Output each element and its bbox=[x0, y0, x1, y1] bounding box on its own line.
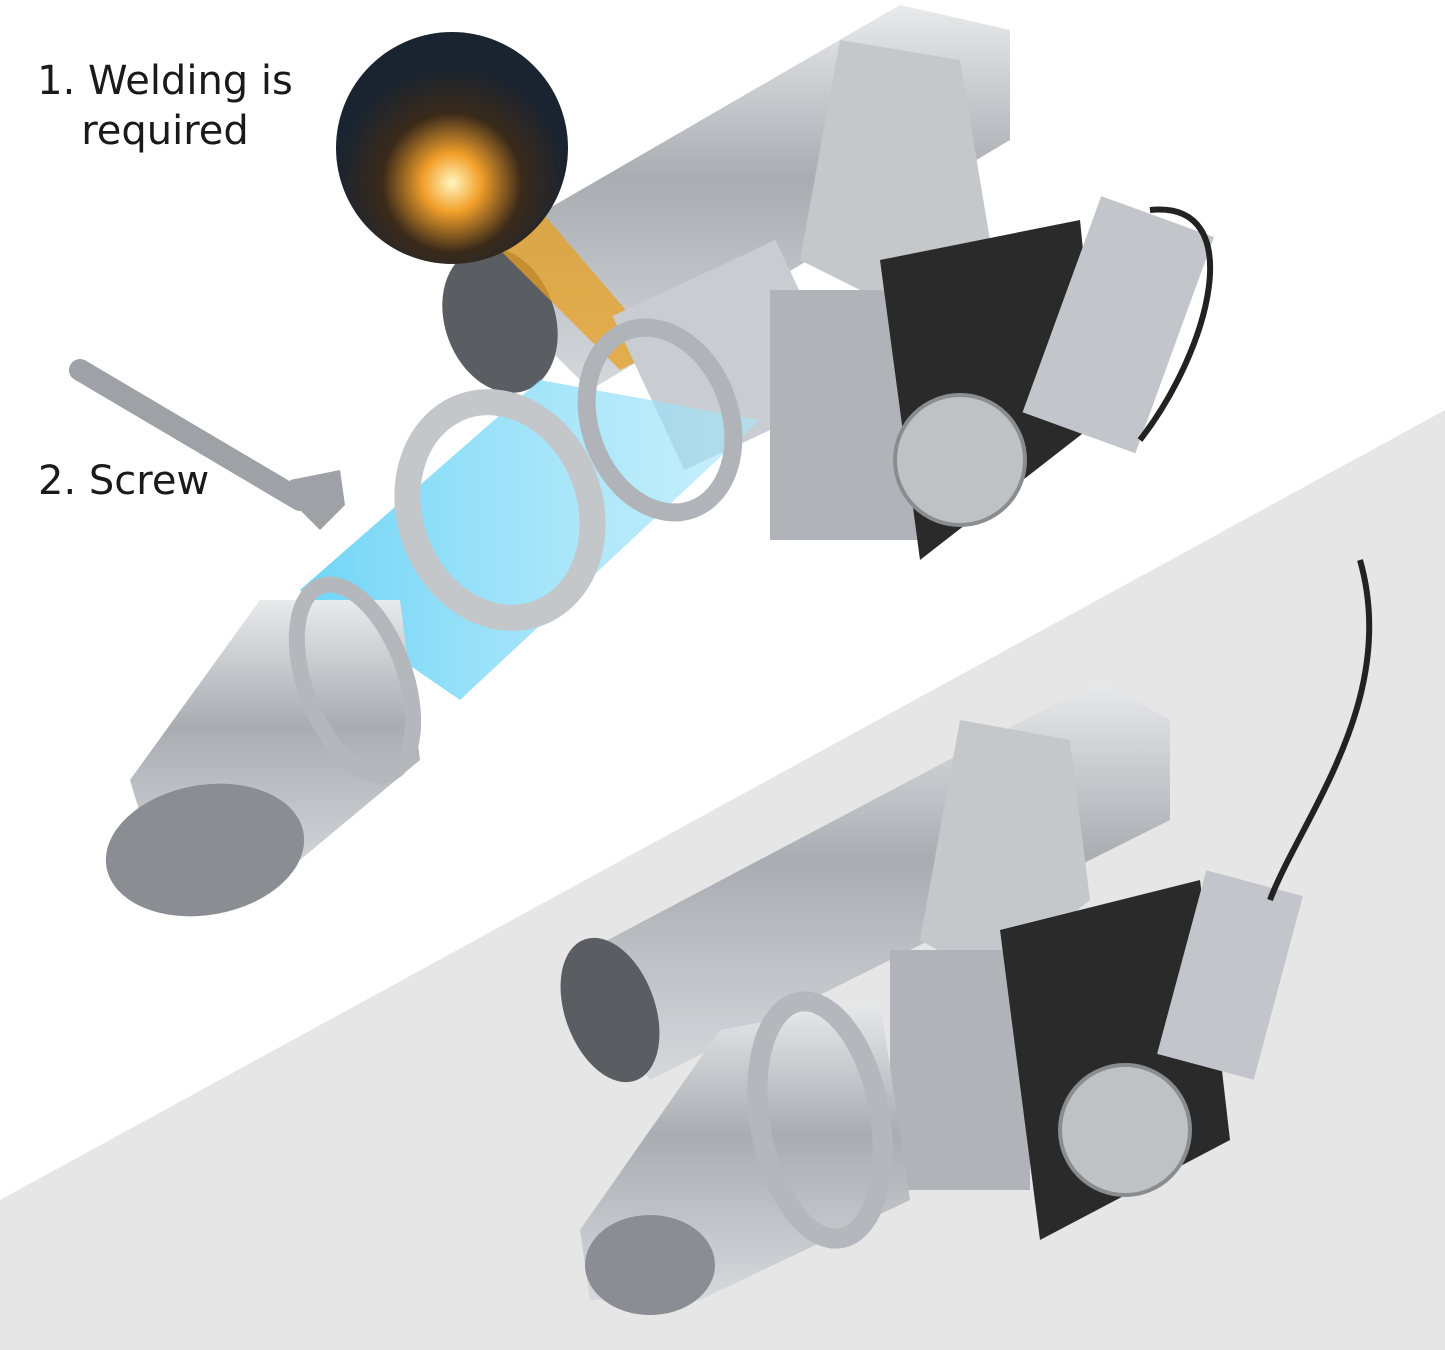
step-1-label: 1. Welding is required bbox=[37, 58, 293, 154]
actuator-wheel bbox=[893, 393, 1027, 527]
exploded-cutout-assembly bbox=[105, 5, 1215, 917]
actuator-wheel-bottom bbox=[1058, 1063, 1192, 1197]
step-2-label: 2. Screw bbox=[38, 458, 210, 504]
welding-photo bbox=[336, 32, 568, 264]
assembled-cutout bbox=[560, 559, 1373, 1315]
blue-highlight bbox=[300, 380, 760, 700]
wrench-icon bbox=[69, 359, 345, 530]
